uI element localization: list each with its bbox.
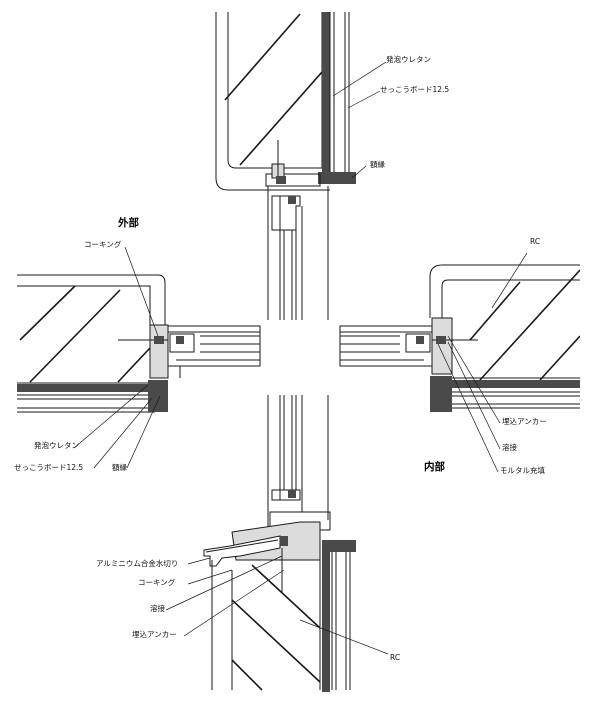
right-rc-label: RC — [530, 237, 541, 246]
bottom-anchor-label: 埋込アンカー — [132, 630, 177, 639]
left-board-label: せっこうボード12.5 — [14, 463, 84, 472]
bottom-caulking-label: コーキング — [138, 578, 176, 587]
left-caulking-label: コーキング — [84, 240, 122, 249]
left-frame-label: 額縁 — [112, 463, 127, 472]
left-jamb-section — [17, 274, 261, 413]
bottom-rc-label: RC — [390, 653, 401, 662]
left-urethane-label: 発泡ウレタン — [34, 441, 79, 450]
bottom-weld-label: 溶接 — [150, 604, 165, 613]
interior-zone-label: 内部 — [424, 461, 445, 473]
top-board-label: せっこうボード12.5 — [380, 85, 450, 94]
sill-section — [203, 395, 356, 692]
right-anchor-label: 埋込アンカー — [502, 417, 547, 426]
top-frame-label: 額縁 — [370, 160, 385, 169]
right-weld-label: 溶接 — [502, 443, 517, 452]
exterior-zone-label: 外部 — [118, 217, 139, 229]
head-section — [215, 12, 356, 320]
right-mortar-label: モルタル充填 — [500, 466, 545, 475]
right-jamb-section — [339, 264, 580, 412]
bottom-flashing-label: アルミニウム合金水切り — [96, 559, 179, 568]
leader-lines — [73, 61, 528, 655]
top-urethane-label: 発泡ウレタン — [386, 55, 431, 64]
